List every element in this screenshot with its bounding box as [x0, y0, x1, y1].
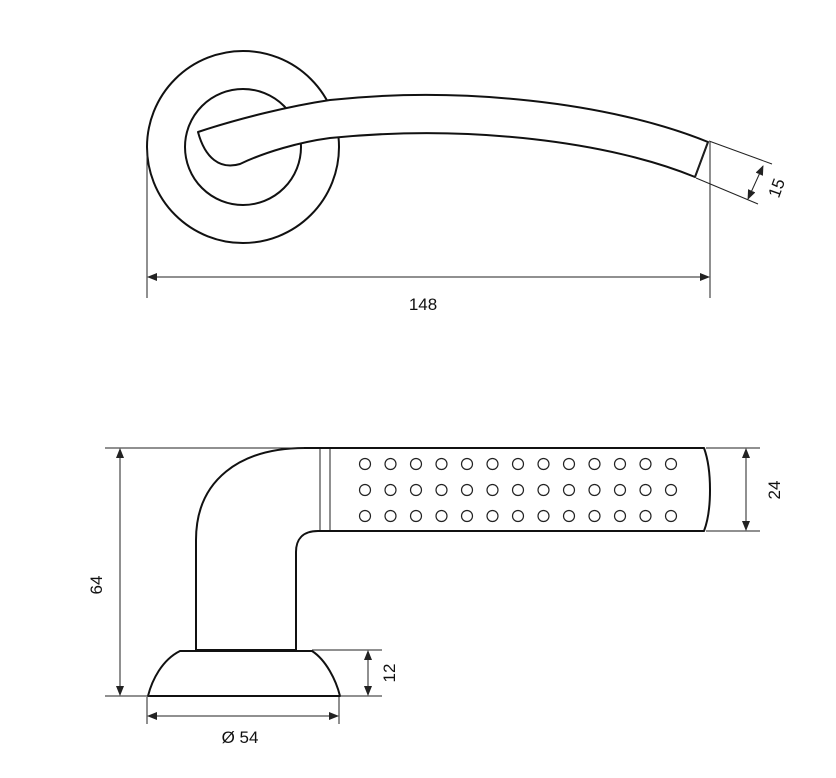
thickness-extension-b [695, 177, 759, 205]
side-lever-body [195, 447, 711, 651]
top-length-label: 148 [409, 295, 437, 314]
grip-dot [664, 457, 678, 471]
top-thickness-label: 15 [765, 176, 789, 200]
grip-dot [358, 457, 372, 471]
grip-dot [486, 457, 499, 471]
grip-dot [384, 509, 397, 523]
grip-dot [409, 483, 423, 497]
grip-dot [358, 483, 372, 497]
grip-dot [384, 483, 397, 497]
side-view: 64 24 12 Ø 54 [87, 447, 784, 747]
grip-dot [664, 483, 678, 497]
grip-dot [588, 483, 601, 497]
grip-dot [639, 457, 652, 471]
rose-height-label: 12 [380, 664, 399, 683]
grip-dot [537, 509, 550, 523]
grip-dot [613, 457, 627, 471]
grip-dot [511, 509, 525, 523]
top-lever [197, 94, 709, 178]
grip-dot [537, 483, 550, 497]
grip-dot [613, 509, 627, 523]
thickness-extension-a [708, 140, 773, 165]
side-rose [147, 650, 341, 697]
grip-dot [486, 509, 499, 523]
grip-dot [511, 457, 525, 471]
grip-dots [358, 457, 678, 523]
grip-dot [613, 483, 627, 497]
grip-dot [562, 457, 576, 471]
grip-dot [409, 509, 423, 523]
grip-dot [664, 509, 678, 523]
grip-dot [460, 457, 474, 471]
grip-dot [460, 509, 474, 523]
grip-dot [537, 457, 550, 471]
grip-dot [384, 457, 397, 471]
grip-dot [460, 483, 474, 497]
grip-dot [562, 483, 576, 497]
grip-dot [435, 457, 448, 471]
grip-dot [358, 509, 372, 523]
top-lever-end [694, 141, 709, 178]
grip-dot [588, 509, 601, 523]
top-view: 148 15 [146, 50, 789, 314]
grip-dot [409, 457, 423, 471]
grip-dot [562, 509, 576, 523]
grip-dot [435, 483, 448, 497]
grip-dot [639, 483, 652, 497]
grip-dot [486, 483, 499, 497]
grip-dot [435, 509, 448, 523]
grip-dot [639, 509, 652, 523]
grip-dot [511, 483, 525, 497]
side-height-label: 64 [87, 576, 106, 595]
thickness-dimension-line [747, 165, 764, 200]
rose-diameter-label: Ø 54 [222, 728, 259, 747]
side-grip-label: 24 [765, 481, 784, 500]
grip-dot [588, 457, 601, 471]
